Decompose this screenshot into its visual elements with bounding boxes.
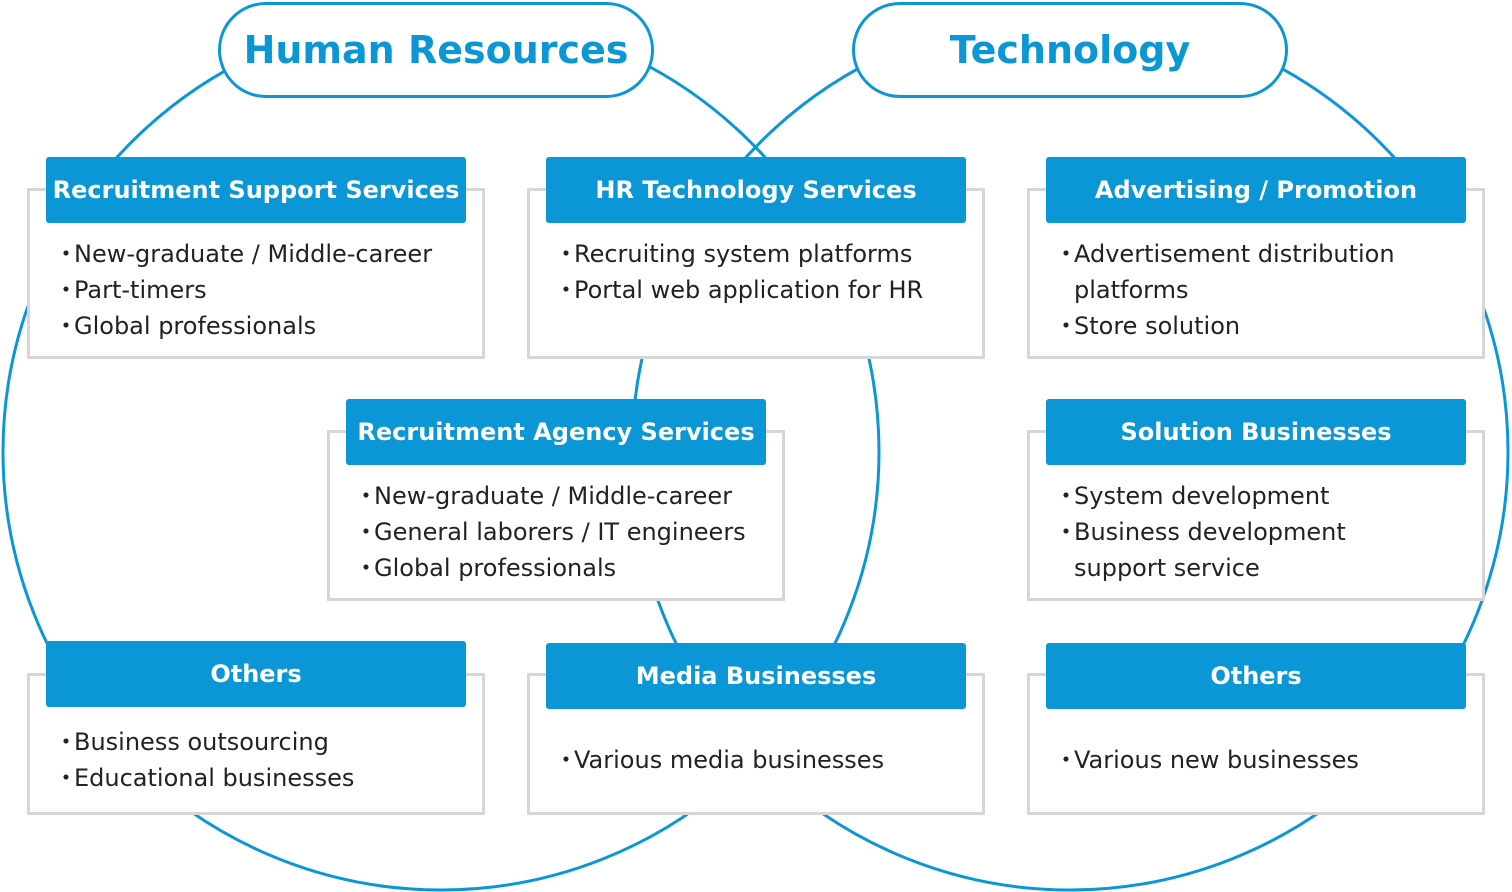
bullet-icon: ・ xyxy=(1054,312,1078,340)
list-item-text: Global professionals xyxy=(374,554,617,582)
advertising-title: Advertising / Promotion xyxy=(1046,157,1466,223)
bullet-icon: ・ xyxy=(354,554,378,582)
bullet-icon: ・ xyxy=(54,764,78,792)
list-item-text: Educational businesses xyxy=(74,764,355,792)
bullet-icon: ・ xyxy=(54,276,78,304)
list-item-text: New-graduate / Middle-career xyxy=(74,240,433,268)
list-item: ・New-graduate / Middle-career xyxy=(346,478,746,514)
list-item: ・System development xyxy=(1046,478,1346,514)
bullet-icon: ・ xyxy=(54,728,78,756)
recruitment-support-list: ・New-graduate / Middle-career・Part-timer… xyxy=(46,236,432,344)
list-item: support service xyxy=(1046,550,1346,586)
list-item-text: Various new businesses xyxy=(1074,746,1359,774)
list-item-text: Global professionals xyxy=(74,312,317,340)
list-item: ・Global professionals xyxy=(46,308,432,344)
technology-label: Technology xyxy=(852,2,1288,98)
bullet-icon: ・ xyxy=(554,276,578,304)
list-item-text: Portal web application for HR xyxy=(574,276,924,304)
bullet-icon: ・ xyxy=(554,240,578,268)
bullet-icon: ・ xyxy=(354,518,378,546)
list-item-text: Advertisement distribution xyxy=(1074,240,1395,268)
others-hr-list: ・Business outsourcing・Educational busine… xyxy=(46,724,354,796)
list-item: ・Advertisement distribution xyxy=(1046,236,1395,272)
bullet-icon: ・ xyxy=(54,312,78,340)
list-item-text: Part-timers xyxy=(74,276,207,304)
list-item: ・Various new businesses xyxy=(1046,742,1359,778)
bullet-icon: ・ xyxy=(554,746,578,774)
solution-title: Solution Businesses xyxy=(1046,399,1466,465)
others-tech-list: ・Various new businesses xyxy=(1046,742,1359,778)
list-item: ・Business outsourcing xyxy=(46,724,354,760)
human-resources-label: Human Resources xyxy=(218,2,654,98)
list-item: ・Store solution xyxy=(1046,308,1395,344)
media-list: ・Various media businesses xyxy=(546,742,884,778)
list-item-text: New-graduate / Middle-career xyxy=(374,482,733,510)
list-item: ・New-graduate / Middle-career xyxy=(46,236,432,272)
list-item-text: General laborers / IT engineers xyxy=(374,518,746,546)
list-item: ・General laborers / IT engineers xyxy=(346,514,746,550)
recruitment-agency-title: Recruitment Agency Services xyxy=(346,399,766,465)
list-item-text: Various media businesses xyxy=(574,746,885,774)
bullet-icon: ・ xyxy=(1054,482,1078,510)
list-item-text: support service xyxy=(1074,554,1260,582)
list-item-text: Recruiting system platforms xyxy=(574,240,913,268)
solution-list: ・System development・Business development… xyxy=(1046,478,1346,586)
bullet-icon: ・ xyxy=(1054,518,1078,546)
list-item-text: System development xyxy=(1074,482,1330,510)
bullet-icon: ・ xyxy=(1054,746,1078,774)
list-item: platforms xyxy=(1046,272,1395,308)
list-item-text: Business development xyxy=(1074,518,1346,546)
list-item: ・Business development xyxy=(1046,514,1346,550)
list-item: ・Global professionals xyxy=(346,550,746,586)
bullet-icon: ・ xyxy=(354,482,378,510)
hr-technology-title: HR Technology Services xyxy=(546,157,966,223)
list-item: ・Part-timers xyxy=(46,272,432,308)
media-title: Media Businesses xyxy=(546,643,966,709)
list-item: ・Educational businesses xyxy=(46,760,354,796)
recruitment-support-title: Recruitment Support Services xyxy=(46,157,466,223)
list-item-text: Store solution xyxy=(1074,312,1241,340)
recruitment-agency-list: ・New-graduate / Middle-career・General la… xyxy=(346,478,746,586)
hr-technology-list: ・Recruiting system platforms・Portal web … xyxy=(546,236,923,308)
list-item: ・Portal web application for HR xyxy=(546,272,923,308)
list-item: ・Various media businesses xyxy=(546,742,884,778)
list-item: ・Recruiting system platforms xyxy=(546,236,923,272)
list-item-text: platforms xyxy=(1074,276,1189,304)
others-tech-title: Others xyxy=(1046,643,1466,709)
list-item-text: Business outsourcing xyxy=(74,728,329,756)
bullet-icon: ・ xyxy=(1054,240,1078,268)
bullet-icon: ・ xyxy=(54,240,78,268)
others-hr-title: Others xyxy=(46,641,466,707)
